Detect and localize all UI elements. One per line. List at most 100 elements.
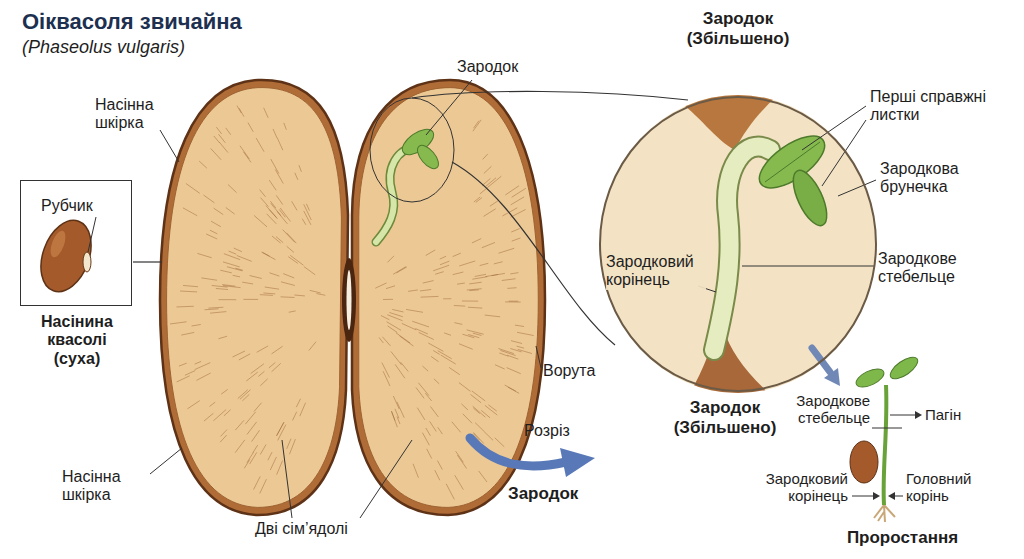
circle-outline xyxy=(598,95,878,393)
leader-arrow xyxy=(852,496,874,497)
leader-arrow xyxy=(890,415,916,416)
texture-stroke xyxy=(229,251,237,254)
texture-stroke xyxy=(517,332,534,335)
seedling-root xyxy=(874,505,895,522)
texture-stroke xyxy=(435,470,440,480)
zoom-line xyxy=(452,162,615,345)
texture-stroke xyxy=(453,272,464,275)
texture-stroke xyxy=(170,322,187,324)
texture-stroke xyxy=(386,286,395,289)
embryo-outline xyxy=(370,98,454,202)
texture-stroke xyxy=(296,399,300,407)
texture-stroke xyxy=(254,403,262,412)
cotyledon xyxy=(167,88,342,508)
texture-stroke xyxy=(210,312,226,314)
texture-stroke xyxy=(260,294,273,296)
texture-stroke xyxy=(276,195,282,204)
texture-stroke xyxy=(467,289,482,290)
texture-stroke xyxy=(441,355,456,364)
texture-stroke xyxy=(186,183,200,193)
texture-stroke xyxy=(250,452,257,464)
texture-stroke xyxy=(479,471,487,482)
texture-stroke xyxy=(434,379,439,384)
texture-stroke xyxy=(502,279,516,281)
texture-stroke xyxy=(205,308,219,310)
texture-stroke xyxy=(216,127,221,134)
part-label: Насінна шкірка xyxy=(62,468,147,505)
texture-stroke xyxy=(392,309,403,312)
texture-stroke xyxy=(433,265,449,271)
texture-stroke xyxy=(379,337,383,343)
texture-stroke xyxy=(206,234,217,239)
texture-stroke xyxy=(422,433,429,446)
texture-stroke xyxy=(488,405,496,411)
texture-stroke xyxy=(484,166,491,173)
texture-stroke xyxy=(242,394,249,400)
texture-stroke xyxy=(295,173,298,180)
texture-stroke xyxy=(416,388,424,399)
texture-stroke xyxy=(481,410,490,417)
texture-stroke xyxy=(196,373,210,380)
texture-stroke xyxy=(383,299,393,300)
part-label: Ворута xyxy=(543,362,595,380)
texture-stroke xyxy=(277,422,284,436)
magnified-embryo xyxy=(672,92,834,396)
texture-stroke xyxy=(214,208,224,214)
texture-stroke xyxy=(177,376,190,382)
texture-stroke xyxy=(208,307,223,309)
texture-stroke xyxy=(224,254,240,260)
texture-stroke xyxy=(201,278,217,280)
seedling-stem xyxy=(884,385,887,505)
leader-line xyxy=(838,180,876,196)
texture-stroke xyxy=(426,428,431,436)
part-label: Перші справжні листки xyxy=(870,88,995,125)
texture-stroke xyxy=(187,401,199,409)
texture-stroke xyxy=(181,332,194,335)
texture-stroke xyxy=(235,420,244,430)
magnified-heading: Зародок (Збільшено) xyxy=(668,9,808,48)
texture-stroke xyxy=(505,301,521,302)
texture-stroke xyxy=(261,198,269,207)
texture-stroke xyxy=(228,185,237,193)
texture-stroke xyxy=(480,263,489,265)
texture-stroke xyxy=(276,237,283,243)
section-label: Зародок xyxy=(508,484,578,504)
texture-stroke xyxy=(452,422,461,433)
texture-stroke xyxy=(420,289,431,290)
texture-stroke xyxy=(488,176,502,187)
texture-stroke xyxy=(463,334,475,338)
seedling-bean xyxy=(850,441,878,483)
texture-stroke xyxy=(253,445,258,453)
texture-stroke xyxy=(515,325,524,326)
texture-stroke xyxy=(221,430,228,437)
texture-stroke xyxy=(247,422,257,435)
texture-stroke xyxy=(176,306,193,308)
action-label: Розріз xyxy=(524,422,570,440)
texture-stroke xyxy=(219,299,237,300)
texture-stroke xyxy=(246,372,257,381)
texture-stroke xyxy=(289,311,296,312)
leader-arrow-head xyxy=(915,411,922,419)
texture-stroke xyxy=(468,307,482,309)
texture-stroke xyxy=(408,290,418,291)
texture-stroke xyxy=(387,322,401,331)
growth-arrow xyxy=(812,348,830,372)
leader-line xyxy=(426,80,472,135)
texture-stroke xyxy=(499,248,515,253)
part-label: Зародкове стебельце xyxy=(767,392,870,427)
texture-stroke xyxy=(494,262,503,264)
texture-stroke xyxy=(254,215,267,226)
texture-stroke xyxy=(511,341,522,344)
texture-stroke xyxy=(387,256,393,263)
texture-stroke xyxy=(179,363,187,366)
texture-stroke xyxy=(401,362,409,371)
texture-stroke xyxy=(413,464,418,478)
texture-stroke xyxy=(505,385,516,391)
texture-stroke xyxy=(431,356,438,361)
texture-stroke xyxy=(382,363,390,378)
texture-stroke xyxy=(444,333,451,335)
embryo-stem-outline xyxy=(376,148,415,242)
texture-stroke xyxy=(302,219,306,225)
texture-stroke xyxy=(272,346,283,354)
